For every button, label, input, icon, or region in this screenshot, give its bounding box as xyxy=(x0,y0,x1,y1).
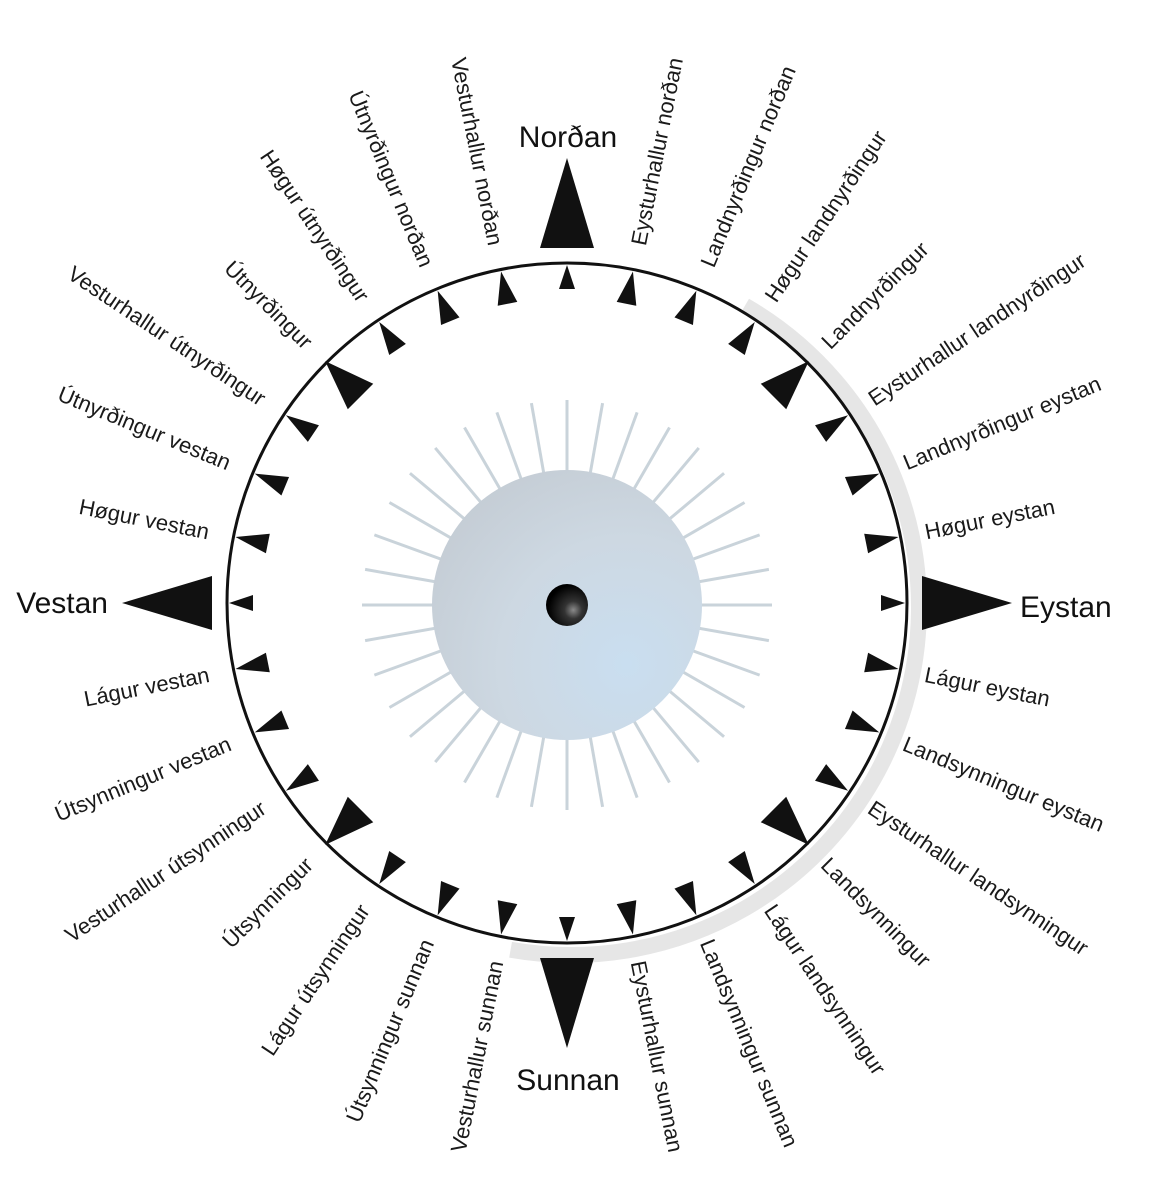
direction-label: Lágur landsynningur xyxy=(759,900,891,1080)
direction-label: Útsynningur xyxy=(217,852,318,953)
direction-marker xyxy=(674,880,697,916)
direction-label: Høgur vestan xyxy=(77,494,211,544)
direction-label: Eysturhallur norðan xyxy=(626,55,688,247)
ring-shadow xyxy=(509,298,927,963)
direction-label: Eysturhallur sunnan xyxy=(626,959,688,1155)
direction-label: Høgur útnyrðingur xyxy=(255,145,374,306)
direction-label: Landnyrðingur xyxy=(816,237,933,354)
direction-label: Landsynningur xyxy=(816,852,936,972)
direction-marker xyxy=(864,533,899,554)
cardinal-arrow xyxy=(922,576,1012,630)
direction-label: Landnyrðingur norðan xyxy=(695,62,800,270)
direction-label: Vesturhallur sunnan xyxy=(446,959,508,1155)
direction-marker xyxy=(235,652,270,673)
direction-label: Útsynningur vestan xyxy=(51,731,235,826)
direction-marker xyxy=(497,271,518,306)
direction-marker xyxy=(728,851,755,885)
direction-marker xyxy=(254,710,290,733)
direction-markers xyxy=(122,158,1012,1048)
cardinal-arrow xyxy=(122,576,212,630)
direction-marker xyxy=(616,900,637,935)
intercardinal-marker xyxy=(760,361,809,410)
cardinal-label: Vestan xyxy=(16,587,108,620)
direction-label: Lágur útsynningur xyxy=(256,900,375,1060)
direction-marker xyxy=(728,321,755,355)
direction-label: Útnyrðingur xyxy=(220,256,318,354)
direction-label: Vesturhallur norðan xyxy=(446,55,508,247)
intercardinal-marker xyxy=(325,796,374,845)
direction-marker xyxy=(254,473,290,496)
direction-marker xyxy=(881,595,905,611)
direction-marker xyxy=(844,473,880,496)
direction-marker xyxy=(235,533,270,554)
direction-label: Lágur eystan xyxy=(923,662,1053,711)
direction-marker xyxy=(616,271,637,306)
direction-marker xyxy=(844,710,880,733)
direction-marker xyxy=(379,321,406,355)
intercardinal-marker xyxy=(325,361,374,410)
direction-marker xyxy=(285,415,319,442)
direction-label: Útnyrðingur vestan xyxy=(54,381,234,475)
direction-label: Lágur vestan xyxy=(82,662,212,711)
cardinal-arrow xyxy=(540,958,594,1048)
direction-marker xyxy=(674,290,697,326)
cardinal-arrow xyxy=(540,158,594,248)
direction-label: Útnyrðingur norðan xyxy=(343,87,438,271)
direction-marker xyxy=(497,900,518,935)
cardinal-label: Sunnan xyxy=(516,1064,619,1097)
direction-marker xyxy=(437,290,460,326)
direction-label: Landsynningur sunnan xyxy=(695,935,803,1150)
direction-label: Landsynningur eystan xyxy=(899,731,1107,836)
direction-marker xyxy=(559,917,575,941)
direction-label: Landnyrðingur eystan xyxy=(899,371,1104,475)
direction-label: Høgur eystan xyxy=(923,494,1057,544)
direction-label: Útsynningur sunnan xyxy=(341,935,439,1125)
direction-marker xyxy=(379,851,406,885)
direction-marker xyxy=(559,265,575,289)
center-hub xyxy=(546,584,588,626)
direction-marker xyxy=(285,764,319,791)
direction-marker xyxy=(864,652,899,673)
direction-marker xyxy=(815,764,849,791)
cardinal-label: Eystan xyxy=(1020,591,1112,624)
direction-marker xyxy=(815,415,849,442)
direction-marker xyxy=(229,595,253,611)
cardinal-label: Norðan xyxy=(519,121,617,154)
direction-marker xyxy=(437,880,460,916)
intercardinal-marker xyxy=(760,796,809,845)
